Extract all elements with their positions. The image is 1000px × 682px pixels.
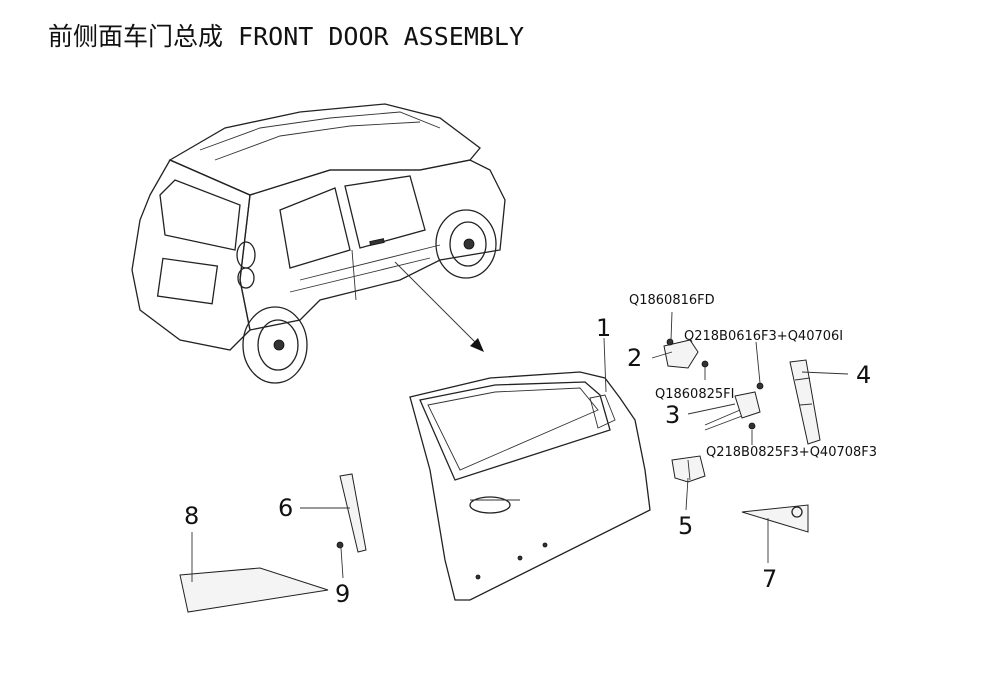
callout-1: 1 <box>596 314 611 342</box>
callout-9: 9 <box>335 580 350 608</box>
corner-glass <box>741 504 809 533</box>
callout-6: 6 <box>278 494 293 522</box>
callout-5: 5 <box>678 512 693 540</box>
pointer-arrow <box>394 261 484 352</box>
car-illustration <box>131 103 506 384</box>
part-number-q1860825fi: Q1860825FI <box>655 387 734 402</box>
front-channel <box>336 473 367 553</box>
front-door <box>409 371 651 601</box>
leader-lines <box>191 311 849 582</box>
lower-hinge <box>671 455 706 483</box>
callout-8: 8 <box>184 502 199 530</box>
diagram-title: 前侧面车门总成 FRONT DOOR ASSEMBLY <box>48 22 524 51</box>
rear-channel <box>789 359 821 445</box>
part-number-q218b0616f3: Q218B0616F3+Q40706I <box>684 329 843 344</box>
upper-hinge <box>663 338 709 380</box>
callout-3: 3 <box>665 401 680 429</box>
part-number-q1860816fd: Q1860816FD <box>629 293 715 308</box>
door-glass <box>179 567 329 613</box>
callout-7: 7 <box>762 565 777 593</box>
part-number-q218b0825f3: Q218B0825F3+Q40708F3 <box>706 445 877 460</box>
callout-4: 4 <box>856 361 871 389</box>
callout-2: 2 <box>627 344 642 372</box>
door-check <box>704 382 764 431</box>
